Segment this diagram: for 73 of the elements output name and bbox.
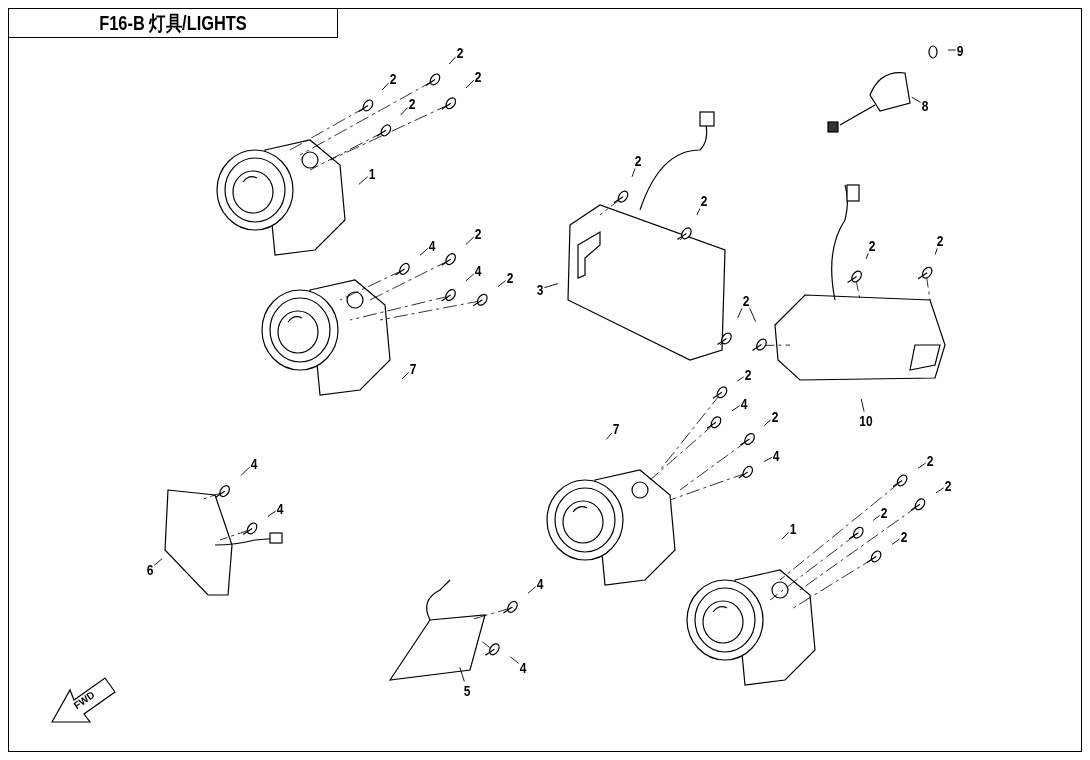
callout-number: 2 <box>408 95 416 111</box>
callout-number: 2 <box>880 504 888 520</box>
leader-line <box>731 405 741 412</box>
callout-number: 2 <box>944 477 952 493</box>
leader-line <box>459 666 465 682</box>
leader-line <box>401 371 410 380</box>
callout-number: 2 <box>900 528 908 544</box>
callout-number: 2 <box>744 366 752 382</box>
callout-number: 4 <box>250 455 258 471</box>
leader-line <box>781 531 790 540</box>
leader-line <box>737 308 743 319</box>
callout-number: 4 <box>519 659 527 675</box>
leader-line <box>872 514 881 521</box>
callout-number: 5 <box>463 682 471 698</box>
leader-line <box>543 283 559 289</box>
leader-line <box>267 510 277 517</box>
leader-line <box>763 456 773 463</box>
leader-line <box>465 236 475 245</box>
leader-line <box>763 419 772 427</box>
leader-line <box>865 253 869 260</box>
callout-number: 2 <box>926 452 934 468</box>
callout-number: 2 <box>936 232 944 248</box>
callout-number: 2 <box>700 192 708 208</box>
callout-number: 2 <box>742 292 750 308</box>
callout-number: 4 <box>740 395 748 411</box>
leader-line <box>400 107 409 116</box>
callout-number: 10 <box>859 412 873 428</box>
leader-line <box>935 487 945 494</box>
callout-number: 4 <box>772 447 780 463</box>
callout-number: 2 <box>634 152 642 168</box>
leader-line <box>358 176 369 185</box>
callout-number: 2 <box>474 68 482 84</box>
leader-line <box>934 248 938 255</box>
title-box: F16-B 灯具/LIGHTS <box>8 8 338 38</box>
leader-line <box>497 280 507 288</box>
callout-number: 4 <box>474 262 482 278</box>
callout-number: 2 <box>474 225 482 241</box>
leader-line <box>465 79 475 89</box>
leader-line <box>696 208 701 216</box>
callout-number: 1 <box>789 520 797 536</box>
callout-number: 6 <box>146 561 154 577</box>
leader-line <box>527 586 537 594</box>
leader-line <box>381 82 390 91</box>
direction-label: FWD <box>71 688 97 712</box>
callout-number: 4 <box>428 237 436 253</box>
callout-number: 1 <box>368 165 376 181</box>
leader-line <box>736 376 745 382</box>
leader-line <box>240 466 251 477</box>
leader-line <box>860 398 865 412</box>
callout-number: 2 <box>868 237 876 253</box>
callout-number: 2 <box>771 408 779 424</box>
leader-line <box>631 168 636 178</box>
callout-number: 9 <box>956 42 964 58</box>
leader-line <box>448 56 457 65</box>
leader-line <box>947 49 957 51</box>
callout-number: 2 <box>456 44 464 60</box>
leader-line <box>419 248 429 256</box>
callout-number: 2 <box>506 269 514 285</box>
leader-line <box>465 273 475 282</box>
callout-number: 4 <box>536 575 544 591</box>
leader-line <box>153 558 163 566</box>
callout-number: 4 <box>276 500 284 516</box>
leader-line <box>605 432 613 440</box>
callout-number: 7 <box>612 420 620 436</box>
callout-number: 3 <box>536 281 544 297</box>
leader-line <box>509 656 520 664</box>
callout-number: 7 <box>409 360 417 376</box>
callout-number: 8 <box>921 97 929 113</box>
leader-line <box>917 462 927 469</box>
leader-line <box>749 308 757 323</box>
callout-number: 2 <box>389 70 397 86</box>
leader-line <box>891 538 901 545</box>
leader-line <box>911 96 922 103</box>
